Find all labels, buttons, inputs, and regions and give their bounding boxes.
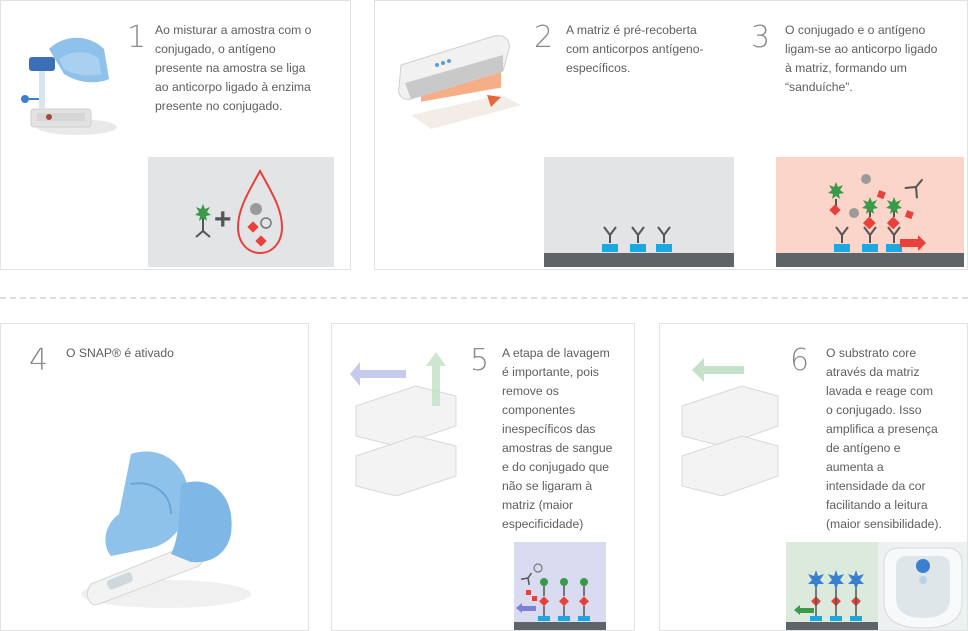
step-4-text: O SNAP® é ativado [66, 346, 174, 360]
step-1-panel: 1 Ao misturar a amostra com o conjugado,… [0, 0, 351, 270]
step-4-number: 4 [29, 343, 49, 378]
section-divider [0, 297, 968, 299]
snap-device-photo [391, 25, 521, 135]
step-6-number: 6 [790, 343, 810, 378]
step-1-text: Ao misturar a amostra com o conjugado, o… [155, 23, 312, 113]
step-5-diagram [514, 542, 606, 630]
wash-flow-photo [346, 346, 466, 496]
step-1-number: 1 [127, 20, 147, 55]
step-2-text: A matriz é pré-recoberta com anticorpos … [566, 23, 704, 75]
result-window-photo [878, 542, 967, 630]
step-4-panel: 4 O SNAP® é ativado [0, 323, 309, 631]
sample-dropper-photo [19, 29, 119, 139]
step-5-text: A etapa de lavagem é importante, pois re… [502, 346, 613, 531]
snap-activation-photo [71, 444, 261, 614]
step-2-diagram [544, 157, 734, 267]
step-3-number: 3 [751, 20, 771, 55]
step-6-diagram [786, 542, 878, 630]
svg-text:+: + [214, 203, 232, 236]
step-5-panel: 5 A etapa de lavagem é importante, pois … [331, 323, 635, 631]
substrate-flow-photo [674, 346, 784, 496]
step-3-text: O conjugado e o antígeno ligam-se ao ant… [785, 23, 938, 94]
step-5-number: 5 [470, 343, 490, 378]
step-6-text: O substrato core através da matriz lavad… [826, 346, 942, 531]
step-6-panel: 6 O substrato core através da matriz lav… [659, 323, 968, 631]
step-1-diagram: + [148, 157, 334, 267]
conjugate-icon [195, 204, 211, 238]
step-2-number: 2 [534, 20, 554, 55]
step-2-3-panel: 2 A matriz é pré-recoberta com anticorpo… [374, 0, 968, 270]
step-3-diagram [776, 157, 964, 267]
